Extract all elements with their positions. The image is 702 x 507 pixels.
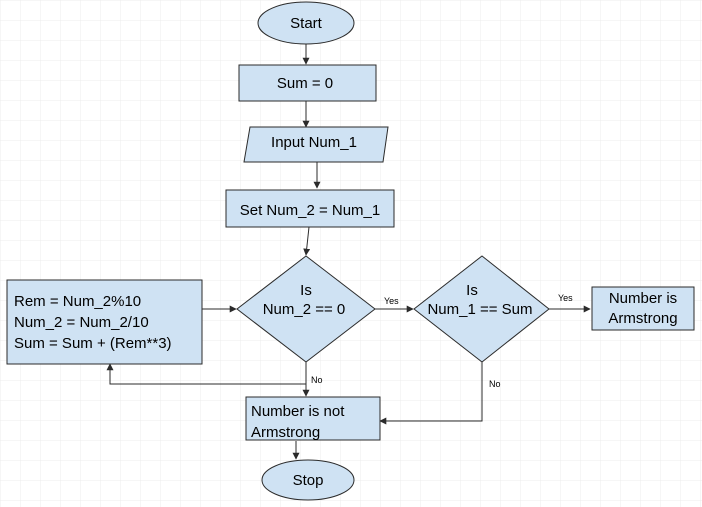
is-armstrong-node[interactable]: Number is Armstrong	[591, 286, 695, 331]
label-sum-no: No	[489, 379, 501, 389]
set-num2-label: Set Num_2 = Num_1	[240, 202, 381, 219]
edge-check-zero-no	[106, 362, 307, 385]
check-sum-label-line2: Num_1 == Sum	[427, 301, 532, 318]
not-armstrong-node[interactable]: Number is not Armstrong	[245, 396, 381, 441]
set-num2-node[interactable]: Set Num_2 = Num_1	[225, 189, 395, 228]
not-armstrong-line1: Number is not	[251, 403, 345, 420]
start-label: Start	[290, 15, 323, 32]
stop-label: Stop	[293, 472, 324, 489]
input-label: Input Num_1	[271, 134, 357, 151]
not-armstrong-line2: Armstrong	[251, 424, 320, 441]
is-armstrong-line1: Number is	[609, 290, 677, 307]
edges	[106, 44, 591, 460]
loop-body-line1: Rem = Num_2%10	[14, 293, 141, 310]
sum-init-node[interactable]: Sum = 0	[238, 64, 377, 102]
edge-check-sum-no	[379, 362, 483, 425]
check-zero-label-line2: Num_2 == 0	[263, 301, 346, 318]
edge-set-to-check-zero	[303, 226, 311, 256]
loop-body-line2: Num_2 = Num_2/10	[14, 314, 149, 331]
label-zero-yes: Yes	[384, 296, 399, 306]
loop-body-node[interactable]: Rem = Num_2%10 Num_2 = Num_2/10 Sum = Su…	[6, 279, 203, 365]
label-sum-yes: Yes	[558, 293, 573, 303]
check-zero-decision[interactable]: Is Num_2 == 0	[236, 255, 376, 363]
start-node[interactable]: Start	[257, 1, 355, 45]
input-node[interactable]: Input Num_1	[243, 126, 389, 163]
loop-body-line3: Sum = Sum + (Rem**3)	[14, 335, 172, 352]
check-zero-label-line1: Is	[300, 282, 312, 299]
sum-init-label: Sum = 0	[277, 75, 333, 92]
check-sum-decision[interactable]: Is Num_1 == Sum	[413, 255, 550, 363]
check-sum-label-line1: Is	[466, 282, 478, 299]
label-zero-no: No	[311, 375, 323, 385]
stop-node[interactable]: Stop	[261, 459, 355, 501]
is-armstrong-line2: Armstrong	[608, 310, 677, 327]
